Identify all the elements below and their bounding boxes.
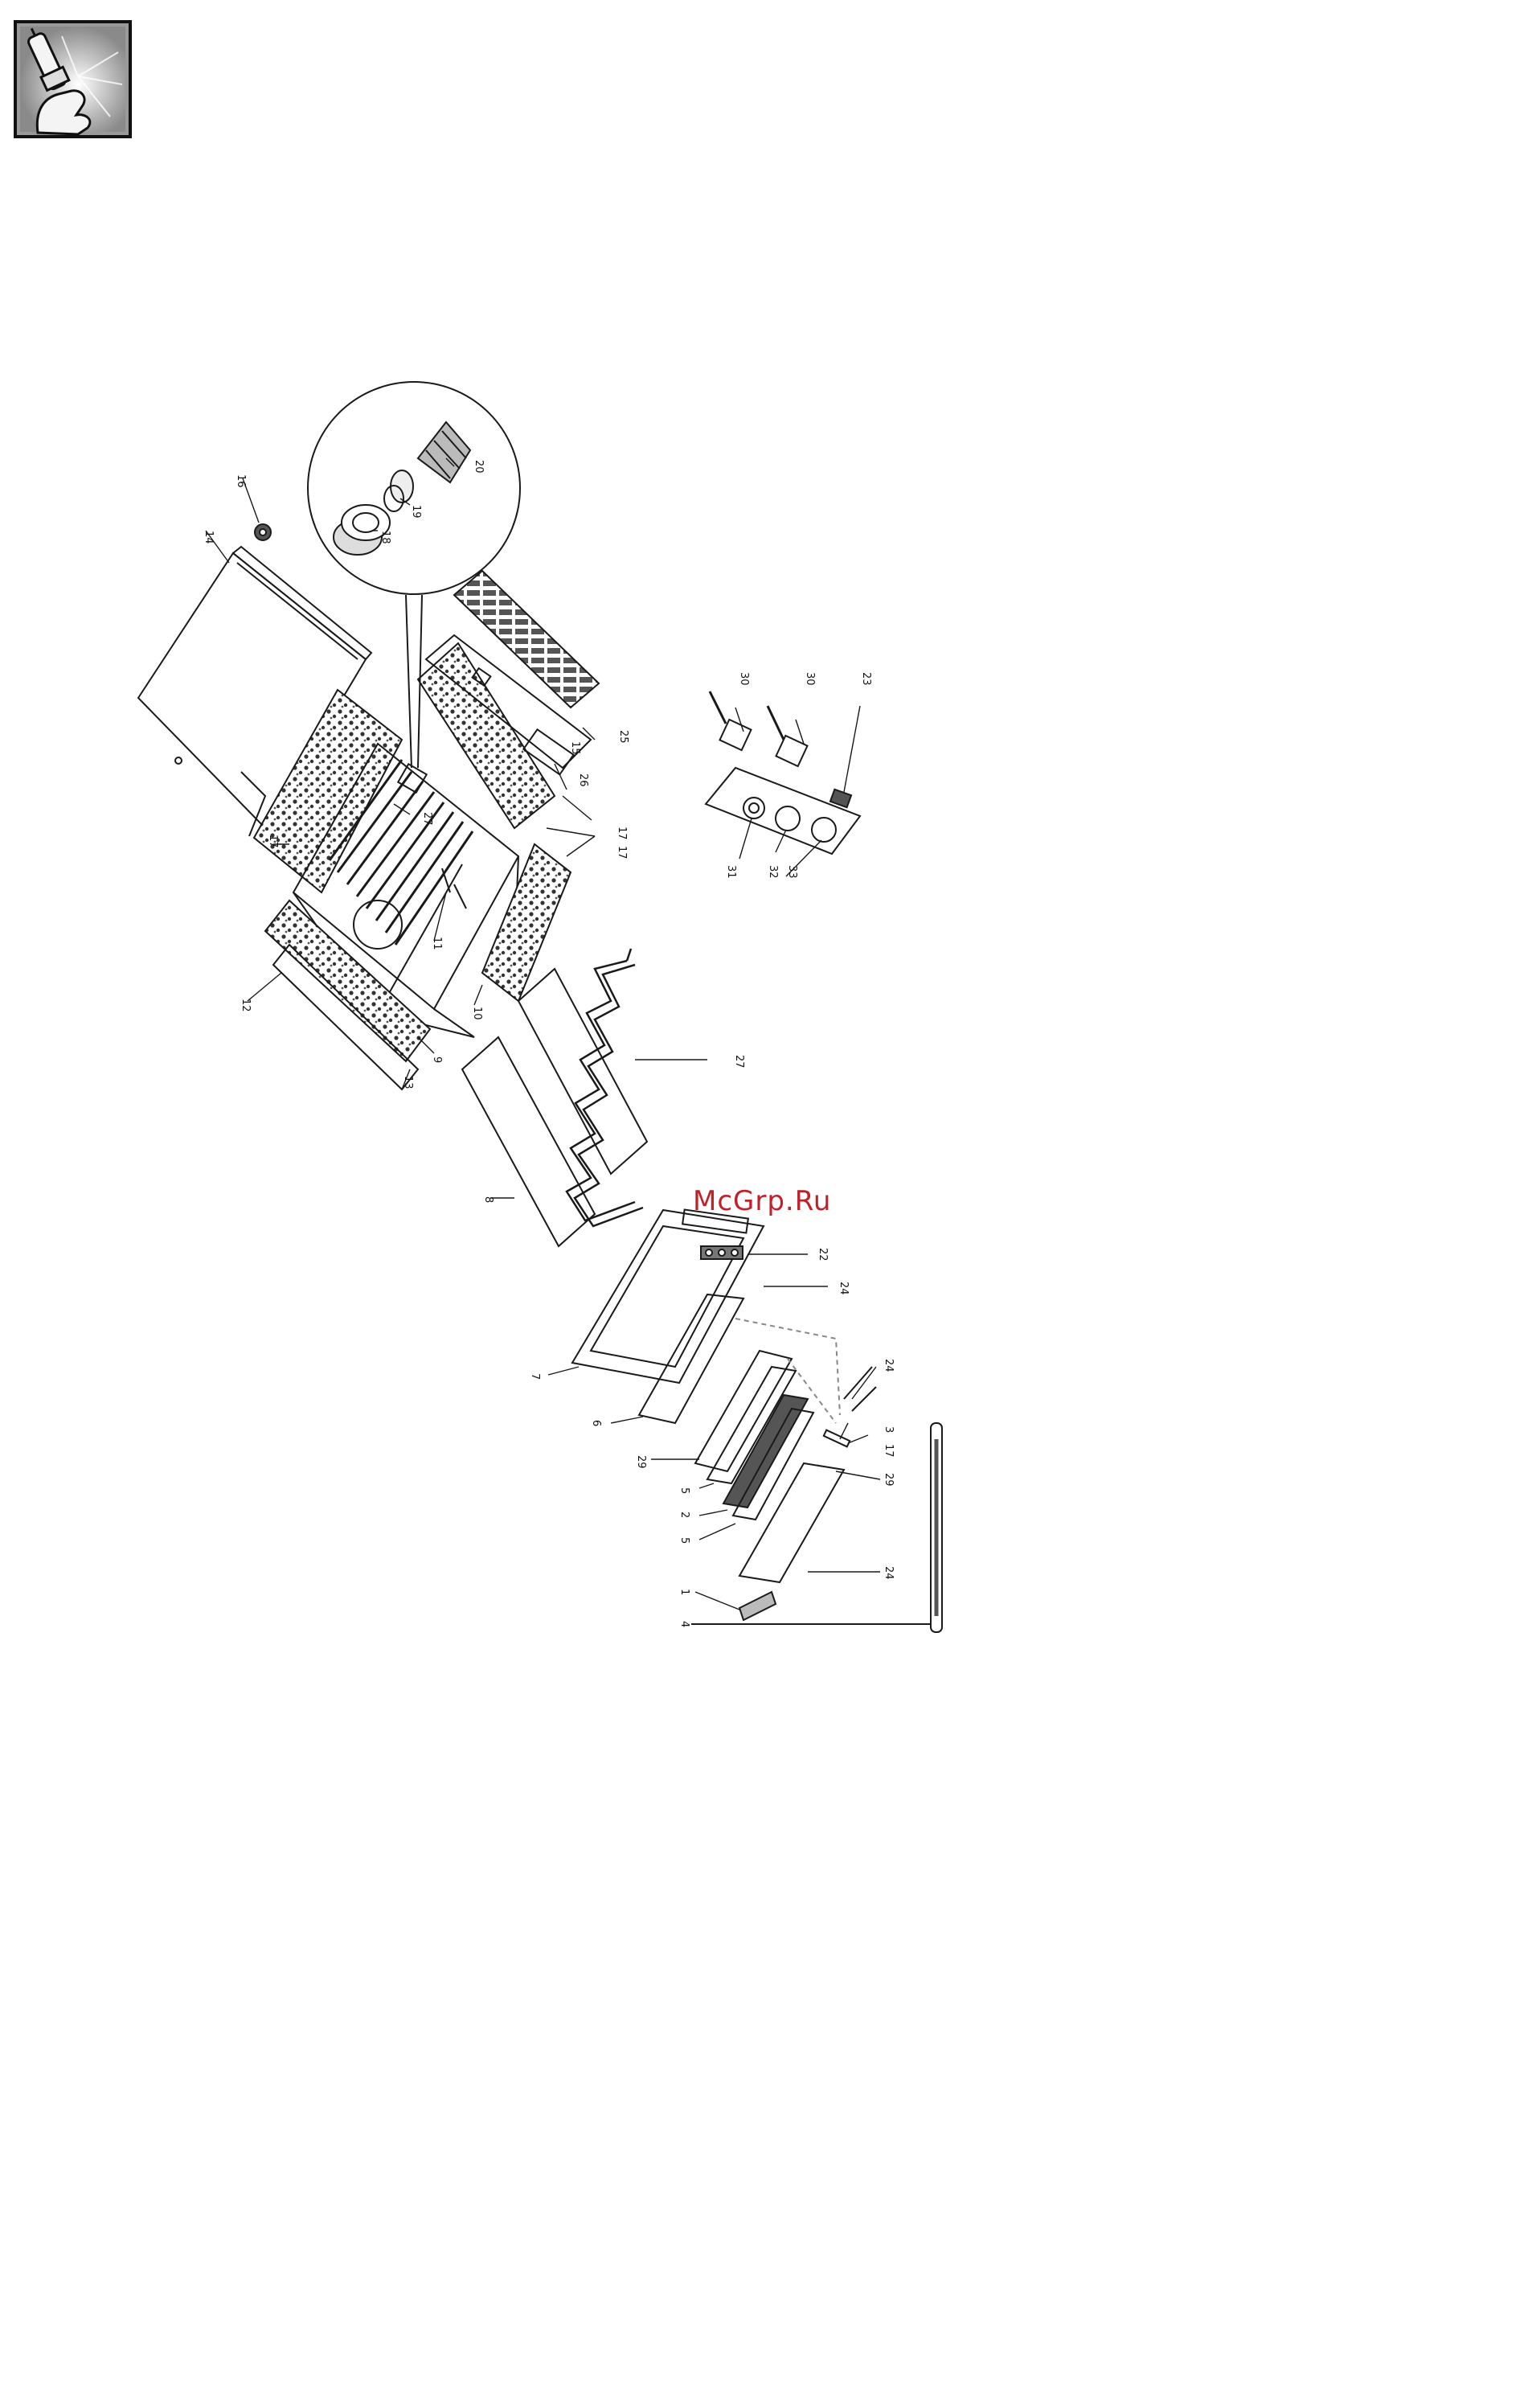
control-panel bbox=[706, 768, 860, 854]
hinge-parts bbox=[739, 1367, 876, 1620]
cooling-coil bbox=[567, 949, 643, 1226]
callout-11: 11 bbox=[431, 937, 443, 950]
callout-24-right: 24 bbox=[883, 1359, 895, 1372]
callout-3: 3 bbox=[883, 1426, 895, 1433]
detail-callout-circle bbox=[308, 382, 520, 594]
callout-30-right: 30 bbox=[804, 672, 816, 686]
callout-24-bottom: 24 bbox=[883, 1566, 895, 1580]
callout-25: 25 bbox=[617, 730, 629, 744]
callout-19: 19 bbox=[410, 505, 422, 519]
callout-1: 1 bbox=[678, 1589, 690, 1595]
callout-17-rear: 17 bbox=[616, 827, 628, 840]
knob-left bbox=[710, 691, 752, 750]
callout-31: 31 bbox=[725, 865, 737, 879]
callout-26: 26 bbox=[577, 773, 589, 787]
callout-2: 2 bbox=[678, 1512, 690, 1518]
callout-5-upper: 5 bbox=[678, 1487, 690, 1494]
callout-9: 9 bbox=[431, 1056, 443, 1063]
callout-16: 16 bbox=[235, 474, 247, 488]
callout-10: 10 bbox=[471, 1007, 483, 1020]
callout-17-hinge: 17 bbox=[883, 1444, 895, 1458]
glass-pane-stack bbox=[695, 1351, 813, 1520]
insulation-pad-bottom bbox=[482, 844, 571, 1001]
display-board bbox=[701, 1246, 743, 1259]
callout-7: 7 bbox=[529, 1373, 541, 1380]
door-handle bbox=[691, 1423, 942, 1632]
callout-33: 33 bbox=[786, 865, 798, 879]
callout-13: 13 bbox=[402, 1076, 414, 1089]
callout-5-lower: 5 bbox=[678, 1537, 690, 1544]
callout-12: 12 bbox=[240, 999, 252, 1012]
callout-18: 18 bbox=[379, 531, 391, 544]
watermark-text: McGrp.Ru bbox=[693, 1185, 831, 1217]
callout-27-inner: 27 bbox=[421, 812, 433, 826]
callout-17-top: 17 bbox=[267, 835, 279, 848]
detail-part-19 bbox=[384, 470, 413, 511]
callout-23: 23 bbox=[860, 672, 872, 686]
callout-8: 8 bbox=[482, 1196, 494, 1203]
callout-30-left: 30 bbox=[738, 672, 750, 686]
callout-29-lower: 29 bbox=[883, 1473, 895, 1487]
callout-20: 20 bbox=[473, 460, 485, 474]
detail-part-18 bbox=[334, 505, 390, 555]
door-outer-frame bbox=[572, 1210, 764, 1383]
callout-17-bottom: 17 bbox=[616, 846, 628, 859]
nut-part bbox=[255, 524, 271, 540]
callout-27-coil: 27 bbox=[733, 1055, 745, 1069]
door-inner-frame bbox=[639, 1294, 743, 1423]
callout-29-upper: 29 bbox=[635, 1455, 647, 1469]
callout-24-top: 24 bbox=[838, 1282, 850, 1295]
callout-22: 22 bbox=[817, 1248, 829, 1261]
detail-part-20 bbox=[418, 422, 470, 482]
callout-4: 4 bbox=[678, 1621, 690, 1627]
callout-32: 32 bbox=[767, 865, 779, 879]
callout-14: 14 bbox=[203, 531, 215, 544]
callout-6: 6 bbox=[590, 1420, 602, 1426]
shelf-pair bbox=[462, 969, 647, 1246]
callout-15: 15 bbox=[569, 741, 581, 755]
